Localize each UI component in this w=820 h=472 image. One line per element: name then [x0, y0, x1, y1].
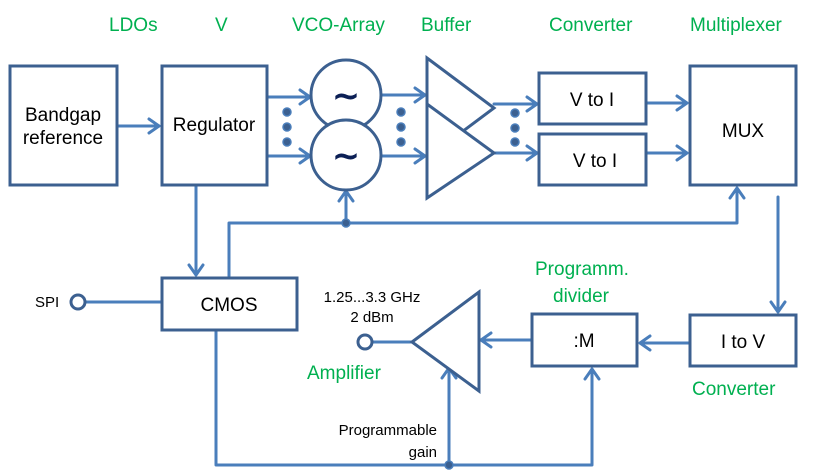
label-multiplexer: Multiplexer — [690, 15, 783, 36]
bandgap-reference-block: Bandgap reference — [8, 64, 119, 187]
ellipsis-dots-icon — [396, 107, 406, 147]
output-power-label: 2 dBm — [350, 309, 393, 326]
i-to-v-converter-block: I to V — [688, 313, 798, 368]
label-converter-bottom: Converter — [692, 379, 776, 400]
ellipsis-dots-icon — [510, 108, 520, 147]
ellipsis-dots-icon — [282, 107, 292, 147]
cmos-control-block: CMOS — [160, 276, 299, 332]
cmos-label: CMOS — [201, 295, 258, 316]
v-to-i-converter-2: V to I — [537, 132, 648, 187]
i-to-v-label: I to V — [721, 332, 766, 353]
wire-vtoi-2-to-mux — [645, 144, 689, 162]
junction-dot — [444, 460, 454, 470]
wire-mux-to-itov — [769, 195, 787, 314]
buffer-amplifier-symbol — [425, 55, 497, 201]
sine-wave-icon: ~ — [332, 136, 361, 176]
output-amplifier-symbol — [409, 289, 481, 394]
wire-regulator-to-cmos — [187, 184, 205, 277]
wire-buffer-to-vtoi-1 — [492, 95, 539, 113]
sine-wave-icon: ~ — [332, 76, 361, 116]
wire-cmos-control-bus — [227, 186, 746, 278]
multiplexer-block: MUX — [688, 64, 798, 187]
v-to-i-label-2: V to I — [573, 151, 617, 172]
programmable-gain-label-line2: gain — [409, 444, 437, 461]
label-divider: divider — [553, 286, 610, 307]
wire-buffer-to-vtoi-2 — [492, 144, 539, 162]
programmable-gain-label-line1: Programmable — [339, 422, 437, 439]
bandgap-label-line2: reference — [23, 128, 103, 149]
label-v: V — [215, 15, 228, 36]
spi-port[interactable] — [69, 293, 87, 311]
label-buffer: Buffer — [421, 15, 472, 36]
wire-itov-to-divider — [638, 334, 691, 352]
wire-vco-top-to-buffer — [380, 86, 427, 104]
label-amplifier: Amplifier — [307, 363, 382, 384]
v-to-i-label-1: V to I — [570, 90, 614, 111]
mux-label: MUX — [722, 121, 765, 142]
programmable-divider-block: :M — [530, 312, 639, 368]
wire-vtoi-1-to-mux — [645, 94, 689, 112]
label-ldos: LDOs — [109, 15, 158, 36]
regulator-label: Regulator — [173, 115, 256, 136]
label-programm: Programm. — [535, 259, 629, 280]
rf-output-port[interactable] — [356, 333, 374, 351]
junction-dot — [341, 218, 351, 228]
vco-bottom: ~ — [309, 118, 383, 192]
wire-regulator-to-vco-top — [266, 88, 312, 106]
wire-vco-bottom-to-buffer — [380, 147, 427, 165]
wire-regulator-to-vco-bottom — [266, 147, 312, 165]
regulator-block: Regulator — [160, 64, 269, 187]
divider-label: :M — [573, 331, 594, 352]
label-converter-top: Converter — [549, 15, 633, 36]
bandgap-label-line1: Bandgap — [25, 105, 101, 126]
wire-divider-to-amplifier — [479, 331, 533, 349]
vco-top: ~ — [309, 58, 383, 132]
wire-bandgap-to-regulator — [116, 117, 161, 135]
frequency-range-label: 1.25...3.3 GHz — [324, 289, 421, 306]
label-vco-array: VCO-Array — [292, 15, 385, 36]
wire-cmos-bottom-bus — [214, 329, 601, 470]
v-to-i-converter-1: V to I — [537, 71, 648, 126]
spi-label: SPI — [35, 294, 59, 311]
